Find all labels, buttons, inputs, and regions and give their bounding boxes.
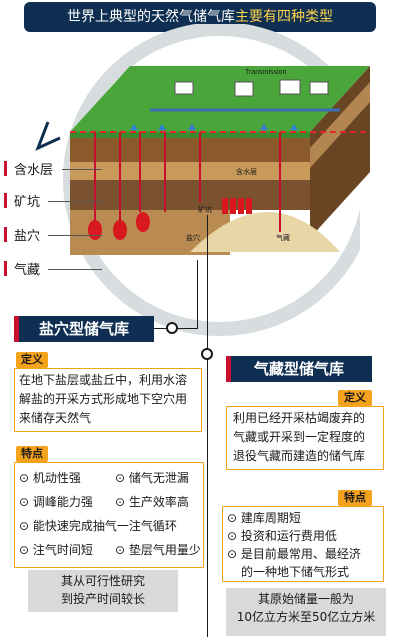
salt-feature-item: ⊙ 调峰能力强 <box>19 495 93 509</box>
gas-feature-item: ⊙ 投资和运行费用低 <box>227 529 337 543</box>
transmission-label: Transmission <box>245 69 286 76</box>
salt-definition-line: 在地下盐层或盐丘中，利用水溶 <box>19 373 188 387</box>
gas-feature-item: 的一种地下储气形式 <box>241 565 350 579</box>
gas-inner-label: 气藏 <box>276 233 290 242</box>
salt-feature-item: ⊙ 储气无泄漏 <box>115 471 189 485</box>
salt-definition-tag: 定义 <box>16 352 48 368</box>
gas-definition-line: 气藏或开采到一定程度的 <box>233 430 366 444</box>
layer-label-salt: 盐穴 <box>14 229 41 244</box>
salt-cavern-title: 盐穴型储气库 <box>14 316 154 342</box>
title-main: 世界上典型的天然气储气库 <box>67 9 235 25</box>
salt-feature-item: ⊙ 生产效率高 <box>115 495 189 509</box>
layer-label-aquifer: 含水层 <box>14 163 54 178</box>
salt-feature-item: ⊙ 能快速完成抽气一注气循环 <box>19 519 177 533</box>
gas-note-line: 其原始储量一般为 <box>257 592 354 606</box>
connector-dot-icon <box>166 322 178 334</box>
gas-definition-line: 退役气藏而建造的储气库 <box>233 449 366 463</box>
gas-features-box: ⊙ 建库周期短 ⊙ 投资和运行费用低 ⊙ 是目前最常用、最经济 的一种地下储气形… <box>222 506 384 582</box>
gas-feature-item: ⊙ 是目前最常用、最经济 <box>227 547 361 561</box>
gas-definition-line: 利用已经开采枯竭废弃的 <box>233 411 366 425</box>
connector-dot-icon <box>201 348 213 360</box>
aquifer-inner-label: 含水层 <box>236 167 257 176</box>
title-highlight: 主要有四种类型 <box>235 9 333 25</box>
salt-feature-item: ⊙ 机动性强 <box>19 471 81 485</box>
gas-note-line: 10亿立方米至50亿立方米 <box>236 610 376 624</box>
salt-note-line: 到投产时间较长 <box>60 592 145 606</box>
connector-line-right <box>207 215 208 637</box>
salt-features-box: ⊙ 机动性强 ⊙ 储气无泄漏 ⊙ 调峰能力强 ⊙ 生产效率高 ⊙ 能快速完成抽气… <box>14 462 204 568</box>
salt-definition-line: 来储存天然气 <box>19 411 92 425</box>
salt-definition-box: 在地下盐层或盐丘中，利用水溶 解盐的开采方式形成地下空穴用 来储存天然气 <box>14 368 202 432</box>
layer-labels: 含水层 矿坑 盐穴 气藏 <box>0 155 120 285</box>
arrow-icon <box>35 121 61 151</box>
salt-features-tag: 特点 <box>16 446 48 462</box>
salt-note-line: 其从可行性研究 <box>60 574 145 588</box>
gas-features-tag: 特点 <box>338 490 372 506</box>
gas-feature-item: ⊙ 建库周期短 <box>227 511 301 525</box>
layer-label-mine: 矿坑 <box>14 195 41 210</box>
storage-diagram: Transmission 含水层 矿坑 盐穴 气藏 <box>70 66 370 255</box>
gas-reservoir-title: 气藏型储气库 <box>226 356 372 382</box>
mine-inner-label: 矿坑 <box>198 205 212 214</box>
salt-definition-line: 解盐的开采方式形成地下空穴用 <box>19 392 188 406</box>
gas-definition-box: 利用已经开采枯竭废弃的 气藏或开采到一定程度的 退役气藏而建造的储气库 <box>226 406 384 470</box>
gas-note-box: 其原始储量一般为 10亿立方米至50亿立方米 <box>226 588 386 636</box>
layer-label-gas: 气藏 <box>14 263 41 278</box>
salt-note-box: 其从可行性研究 到投产时间较长 <box>28 570 178 612</box>
salt-inner-label: 盐穴 <box>186 233 200 242</box>
gas-definition-tag: 定义 <box>338 390 372 406</box>
connector-line-left <box>197 260 198 328</box>
salt-feature-item: ⊙ 注气时间短 <box>19 543 93 557</box>
salt-feature-item: ⊙ 垫层气用量少 <box>115 543 201 557</box>
